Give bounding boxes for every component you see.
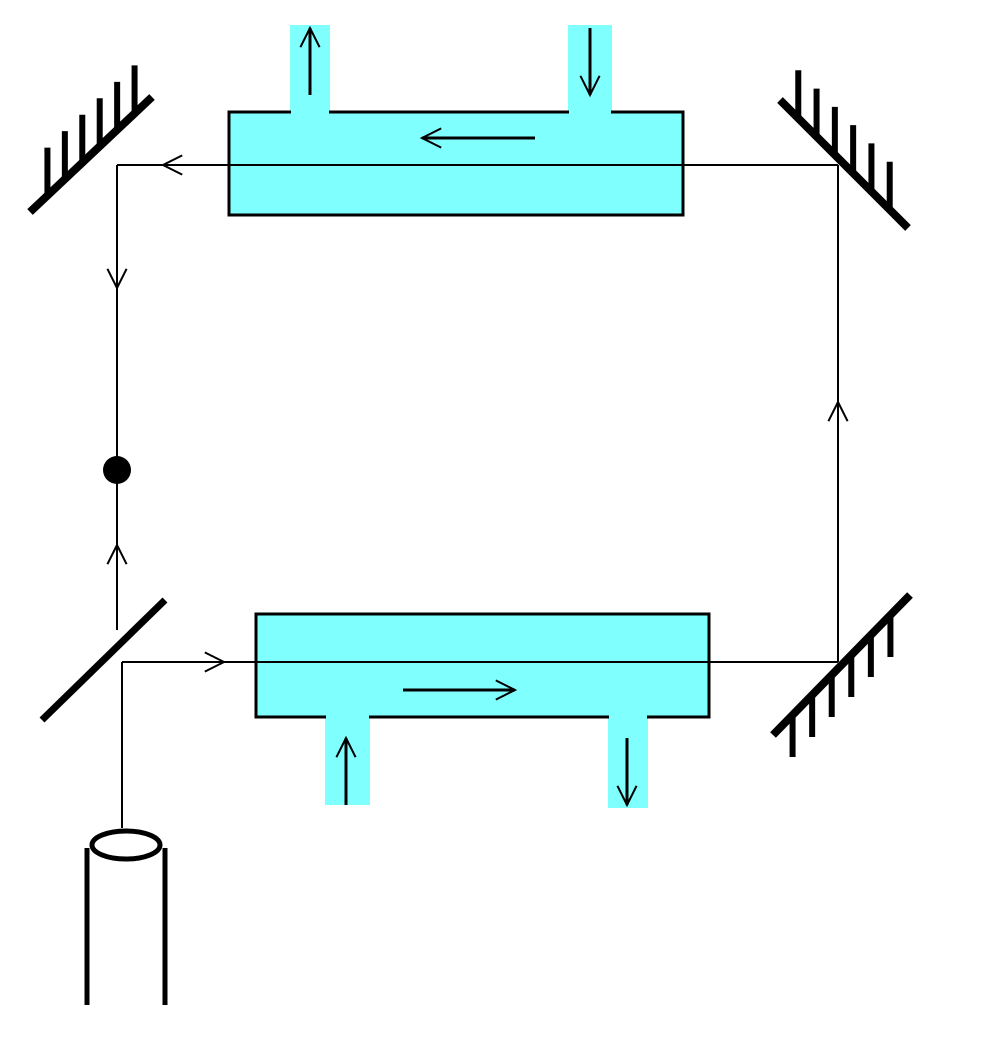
bottom-beam-arrow-icon: [204, 651, 227, 673]
detector-point: [103, 456, 131, 484]
top-beam-arrow-icon: [160, 154, 183, 176]
top-inlet-arrow-icon-head: [579, 75, 601, 98]
bottom-flow-tube: [254, 612, 711, 719]
bottom-stub-join-left: [326, 714, 369, 720]
laser-aperture: [89, 828, 163, 862]
left-beam-down-arrow-icon: [106, 268, 128, 291]
optical-elements: [27, 65, 913, 1005]
left-beam-up-arrow-icon: [106, 542, 128, 565]
flow-tubes: [227, 25, 711, 808]
beam-splitter: [39, 597, 168, 723]
top-stub-join-left: [291, 108, 329, 114]
bottom-inlet-arrow-icon-head: [335, 735, 357, 758]
bottom-right-mirror: [770, 592, 913, 738]
light-beams: [106, 154, 849, 828]
top-stub-join-right: [569, 108, 611, 114]
right-beam-arrow-icon: [827, 399, 849, 422]
bottom-outlet-arrow-icon-head: [616, 785, 638, 808]
top-flow-tube: [227, 110, 685, 217]
top-flow-arrow-icon-head: [419, 127, 442, 149]
top-right-mirror: [777, 97, 911, 231]
bottom-stub-join-right: [609, 714, 647, 720]
top-outlet-arrow-icon-head: [299, 25, 321, 48]
bottom-flow-arrow-icon-head: [495, 679, 518, 701]
